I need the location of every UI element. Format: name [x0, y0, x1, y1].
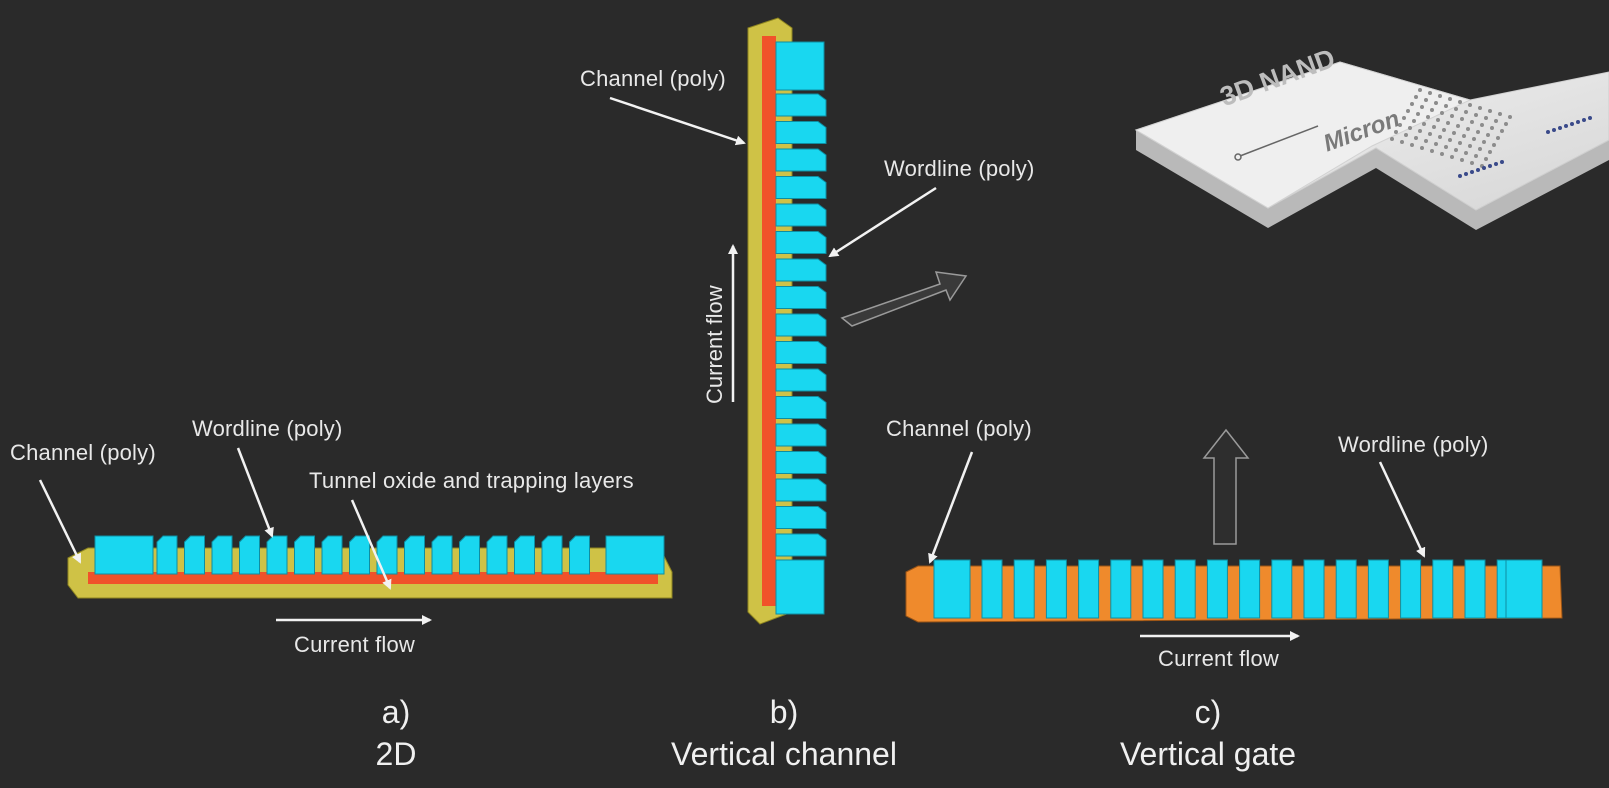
wordline-block-a — [541, 535, 563, 575]
wordlines-c — [933, 559, 1543, 619]
wordline-block-b — [775, 559, 825, 615]
wordline-block-b — [775, 203, 827, 227]
wordline-block-c — [1335, 559, 1357, 619]
wordline-block-c — [1013, 559, 1035, 619]
wordline-block-c — [1206, 559, 1228, 619]
panel-b-caption-letter: b) — [769, 694, 799, 730]
wordline-block-b — [775, 423, 827, 447]
wordline-block-c — [1303, 559, 1325, 619]
arrow-c-channel — [928, 451, 974, 564]
wordline-block-a — [156, 535, 178, 575]
nand-chip — [1134, 61, 1609, 230]
transition-arrows — [840, 271, 1250, 545]
arrow-to-chip — [840, 271, 968, 327]
panel-b-caption-title: Vertical channel — [671, 736, 897, 772]
wordline-block-c — [1464, 559, 1486, 619]
panel-b-channel-label: Channel (poly) — [580, 66, 726, 91]
wordline-block-a — [514, 535, 535, 575]
wordline-block-b — [775, 286, 827, 309]
wordline-block-c — [933, 559, 971, 619]
wordline-block-b — [775, 121, 827, 144]
arrow-b-channel — [609, 96, 746, 146]
wordline-block-c — [1142, 559, 1164, 619]
panel-c-caption-letter: c) — [1194, 694, 1222, 730]
panel-b-current-label: Current flow — [702, 285, 727, 404]
panel-c-caption-title: Vertical gate — [1119, 736, 1297, 772]
panel-a-channel-label: Channel (poly) — [10, 440, 156, 465]
wordline-block-b — [775, 148, 827, 172]
wordline-block-b — [775, 313, 827, 337]
wordline-block-a — [376, 535, 398, 575]
wordline-block-c — [1400, 559, 1422, 619]
trap-layer-a — [88, 572, 658, 584]
wordline-block-a — [605, 535, 665, 575]
arrow-b-wordline — [828, 186, 937, 258]
trap-layer-b — [762, 36, 776, 606]
wordline-block-c — [1174, 559, 1196, 619]
panel-c-channel-label: Channel (poly) — [886, 416, 1032, 441]
wordline-block-b — [775, 396, 827, 419]
channel-bar-c — [905, 565, 1563, 623]
wordline-block-a — [349, 535, 370, 575]
arrow-a-wordline — [236, 447, 274, 538]
wordline-block-b — [775, 231, 827, 254]
wordline-block-a — [266, 535, 288, 575]
wordline-block-a — [94, 535, 154, 575]
wordline-block-b — [775, 533, 827, 557]
wordline-block-c — [1078, 559, 1100, 619]
wordline-block-c — [1505, 559, 1543, 619]
wordline-block-b — [775, 478, 827, 502]
wordline-block-a — [486, 535, 508, 575]
wordline-block-a — [211, 535, 233, 575]
wordline-block-b — [775, 41, 825, 91]
panel-a-wordline-label: Wordline (poly) — [192, 416, 343, 441]
wordline-block-b — [775, 258, 827, 282]
wordline-block-c — [1110, 559, 1132, 619]
wordline-block-c — [981, 559, 1003, 619]
wordlines-b — [775, 41, 827, 615]
wordline-block-a — [184, 535, 205, 575]
panel-b-wordline-label: Wordline (poly) — [884, 156, 1035, 181]
panel-c-current-label: Current flow — [1158, 646, 1279, 671]
wordline-block-b — [775, 93, 827, 117]
wordline-block-c — [1432, 559, 1454, 619]
chip-side — [1136, 130, 1609, 230]
wordline-block-b — [775, 176, 827, 199]
panel-a-structure — [67, 535, 673, 599]
panel-b-structure — [747, 17, 827, 625]
arrow-a-tunnel — [350, 499, 392, 590]
panel-c-structure — [905, 559, 1563, 623]
wordline-block-a — [459, 535, 480, 575]
arrow-c-wordline — [1378, 461, 1426, 558]
wordline-block-c — [1239, 559, 1261, 619]
wordline-block-a — [294, 535, 315, 575]
wordline-block-a — [404, 535, 425, 575]
wordline-block-b — [775, 506, 827, 529]
ball-grid — [1390, 88, 1592, 178]
panel-a-caption-title: 2D — [375, 736, 417, 772]
chip-mold — [1134, 61, 1472, 209]
panel-c-wordline-label: Wordline (poly) — [1338, 432, 1489, 457]
wordline-block-c — [1045, 559, 1067, 619]
wordline-block-a — [239, 535, 260, 575]
wordline-block-b — [775, 451, 827, 474]
wordline-block-c — [1271, 559, 1293, 619]
wordline-block-c — [1367, 559, 1389, 619]
arrow-up-to-chip — [1202, 428, 1250, 545]
wordline-block-b — [775, 368, 827, 392]
pointer-arrows — [38, 96, 1426, 641]
panel-a-caption-letter: a) — [381, 694, 411, 730]
wordline-block-b — [775, 341, 827, 364]
panel-a-tunnel-label: Tunnel oxide and trapping layers — [309, 468, 634, 493]
wordline-block-a — [431, 535, 453, 575]
arrow-a-channel — [38, 479, 82, 564]
wordline-block-a — [569, 535, 590, 575]
panel-a-current-label: Current flow — [294, 632, 415, 657]
wordlines-a — [94, 535, 665, 575]
wordline-block-a — [321, 535, 343, 575]
